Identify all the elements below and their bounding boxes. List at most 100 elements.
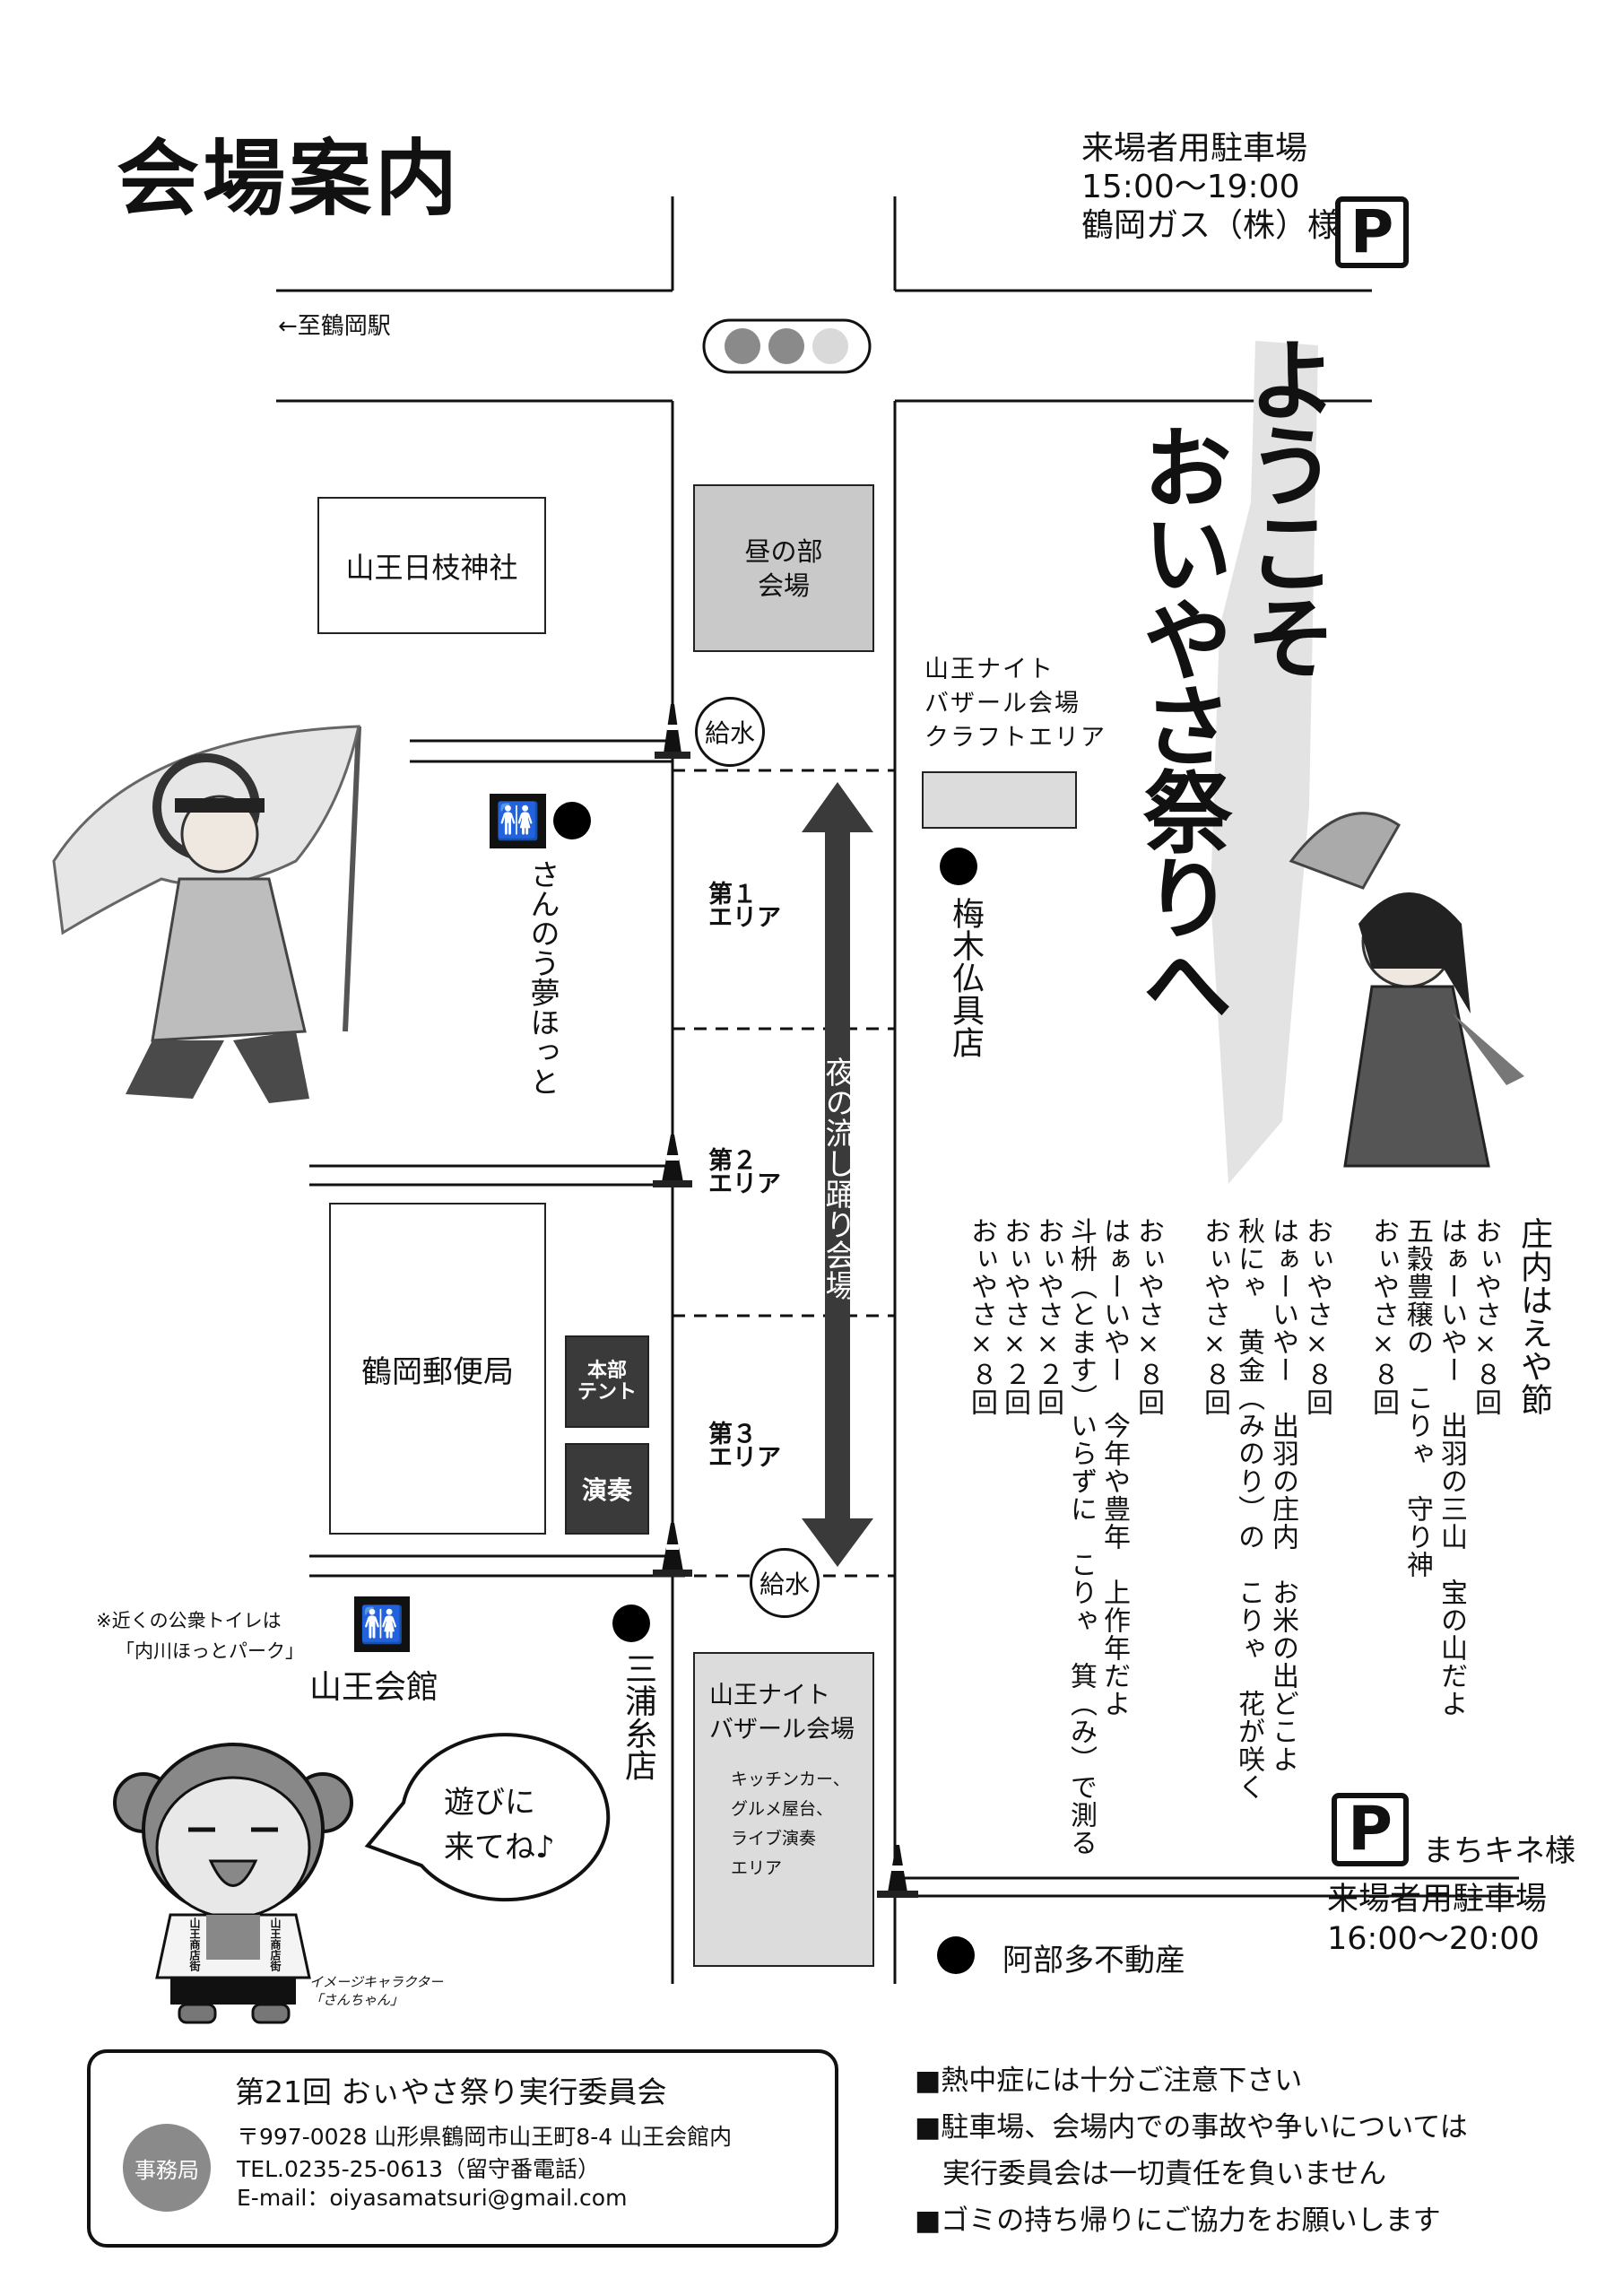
bazaar-item: キッチンカー、 [731,1770,850,1789]
bazaar-item: グルメ屋台、 [731,1799,834,1819]
shrine-box: 山王日枝神社 [317,497,546,634]
post-office-label: 鶴岡郵便局 [361,1353,514,1390]
area-word: エリア [708,1444,781,1472]
shrine-label: 山王日枝神社 [345,550,518,585]
note-liability-1: ■駐車場、会場内での事故や争いについては [915,2111,1468,2144]
song-line: はぁーいやー 出羽の庄内 お米の出どこよ [1267,1217,1298,1773]
water-station-1: 給水 [695,697,765,767]
craft-area-label: 山王ナイト バザール会場 クラフトエリア [924,653,1107,755]
location-marker [612,1605,650,1642]
song-line: はぁーいやー 今年や豊年 上作年だよ [1098,1217,1130,1718]
contact-address: 〒997-0028 山形県鶴岡市山王町8-4 山王会館内 [237,2124,733,2150]
contact-email[interactable]: E-mail：oiyasamatsuri@gmail.com [237,2185,628,2211]
toilet-note-line-1: ※近くの公衆トイレは [96,1610,282,1631]
traffic-light-icon [702,318,872,374]
parking-bottom-sponsor: まちキネ様 [1423,1833,1575,1869]
water-station-2: 給水 [750,1548,820,1618]
parking-top-hours: 15:00～19:00 [1081,169,1300,205]
area-word: エリア [708,904,781,932]
traffic-cone-icon [653,1135,692,1187]
bazaar-box: 山王ナイト バザール会場 キッチンカー、 グルメ屋台、 ライブ演奏 エリア [693,1652,874,1967]
song-line: 斗枡（とます）いらずに こりゃ 箕（み）で測る [1065,1217,1097,1857]
toilet-note-line-2: 「内川ほっとパーク」 [116,1640,304,1662]
speech-bubble-text: 遊びに 来てね♪ [444,1780,555,1870]
water-label: 給水 [759,1570,810,1599]
song-line: おぃやさ×８回 [1199,1217,1230,1416]
water-label: 給水 [704,718,755,748]
bazaar-item: ライブ演奏 [731,1829,817,1848]
toilet-icon: 🚻 [490,794,546,848]
contact-tel: TEL.0235-25-0613（留守番電話） [237,2156,601,2182]
contact-details: 〒997-0028 山形県鶴岡市山王町8-4 山王会館内 TEL.0235-25… [237,2121,732,2211]
song-line: 五穀豊穣の こりゃ 守り神 [1402,1217,1433,1578]
song-line: おぃやさ×２回 [999,1217,1030,1416]
song-line: 秋にゃ 黄金（みのり）の こりゃ 花が咲く [1233,1217,1264,1801]
miura-label: 三浦糸店 [620,1652,656,1781]
traffic-cone-icon [655,704,690,759]
sannou-yume-hot-label: さんのう夢ほっと [525,859,560,1096]
flag-boy-illustration [52,725,361,1103]
fan-dancer-illustration [1289,812,1524,1168]
org-name: 第21回 おぃやさ祭り実行委員会 [235,2074,667,2109]
note-liability-2: 実行委員会は一切責任を負いません [915,2158,1387,2190]
happi-text-left: 山王商店街 [187,1918,201,1971]
craft-line-3: クラフトエリア [924,724,1107,752]
sannou-col-1: さんのう [525,859,560,978]
area-number: 第１ [708,881,757,909]
song-title: 庄内はえや節 [1515,1217,1552,1416]
area-word: エリア [708,1170,781,1198]
area-number: 第２ [708,1147,757,1175]
location-marker [553,802,591,839]
caption-line-2: 「さんちゃん」 [309,1992,404,2008]
day-venue-box: 昼の部 会場 [693,484,874,652]
parking-icon: P [1332,1793,1409,1866]
dance-route-arrow [802,782,873,1567]
welcome-line-1: ようこそ [1231,334,1337,678]
location-marker [937,1936,975,1974]
song-line: おぃやさ×２回 [1032,1217,1063,1416]
toilet-note: ※近くの公衆トイレは 「内川ほっとパーク」 [96,1605,304,1666]
character-caption: イメージキャラクター 「さんちゃん」 [309,1973,443,2009]
bazaar-line-2: バザール会場 [709,1716,855,1744]
happi-text-right: 山王商店街 [267,1918,282,1971]
hq-tent-box: 本部 テント [565,1335,649,1428]
dance-route-label: 夜の流し踊り会場 [820,1057,855,1300]
welcome-line-2: おいやさ祭りへ [1127,422,1233,1024]
parking-bottom-label: 来場者用駐車場 [1327,1882,1548,1918]
performance-label: 演奏 [581,1475,632,1505]
note-garbage: ■ゴミの持ち帰りにご協力をお願いします [915,2205,1441,2237]
parking-bottom-hours: 16:00～20:00 [1327,1921,1540,1957]
contact-box [87,2049,838,2248]
sannou-col-2: 夢ほっと [525,978,560,1096]
hq-tent-label: 本部 テント [577,1359,637,1404]
parking-top-info: 来場者用駐車場 15:00～19:00 鶴岡ガス（株）様 [1081,129,1340,245]
direction-to-station: ←至鶴岡駅 [278,313,391,340]
speech-line-2: 来てね♪ [444,1830,555,1866]
parking-icon: P [1335,196,1409,268]
umeki-label: 梅木仏具店 [947,897,984,1058]
page-title: 会場案内 [117,130,462,227]
sannou-hall-label: 山王会館 [309,1669,439,1706]
craft-line-2: バザール会場 [924,690,1081,718]
traffic-cone-icon [653,1523,692,1577]
office-badge: 事務局 [123,2124,211,2212]
caption-line-1: イメージキャラクター [309,1974,444,1990]
song-line: おぃやさ×８回 [1301,1217,1332,1416]
parking-top-label: 来場者用駐車場 [1081,130,1308,167]
location-marker [940,848,977,885]
bazaar-items: キッチンカー、 グルメ屋台、 ライブ演奏 エリア [709,1747,872,1883]
speech-line-1: 遊びに [444,1785,535,1821]
abe-label: 阿部多不動産 [1002,1943,1185,1979]
craft-line-1: 山王ナイト [924,656,1055,683]
song-line: おぃやさ×８回 [966,1217,997,1416]
post-office-box: 鶴岡郵便局 [329,1203,546,1535]
bazaar-item: エリア [731,1858,783,1878]
song-line: おぃやさ×８回 [1470,1217,1501,1416]
speech-bubble [364,1733,611,1902]
song-line: おぃやさ×８回 [1367,1217,1399,1416]
day-venue-label: 昼の部 会場 [744,535,823,601]
traffic-cone-icon [877,1845,918,1898]
